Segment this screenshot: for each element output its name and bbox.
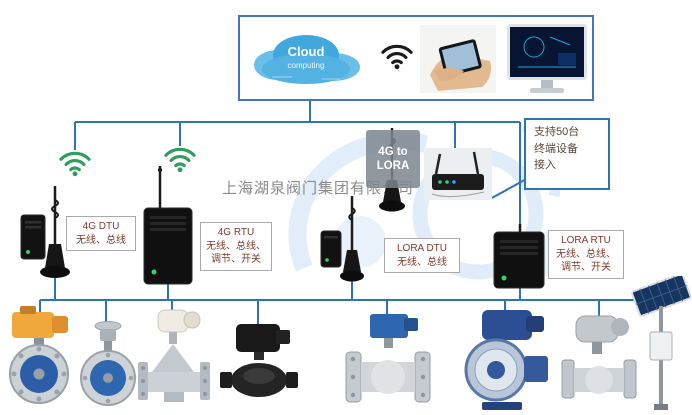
label-4g-rtu: 4G RTU 无线、总线、 调节、开关	[200, 222, 272, 271]
gateway-label-line2: LORA	[376, 160, 410, 172]
valve-ball-flanged-blue-actuator	[345, 314, 431, 403]
label-lora-rtu-line2: 调节、开关	[561, 262, 611, 273]
antenna-4g-dtu-icon	[40, 186, 70, 278]
dtu-4g-device	[20, 214, 46, 260]
label-4g-rtu-title: 4G RTU	[217, 227, 255, 238]
label-lora-rtu: LORA RTU 无线、总线、 调节、开关	[548, 230, 624, 279]
label-lora-rtu-line1: 无线、总线、	[556, 248, 616, 260]
label-4g-dtu-title: 4G DTU	[82, 221, 120, 232]
capacity-line3: 接入	[534, 159, 556, 171]
label-lora-rtu-title: LORA RTU	[561, 235, 611, 246]
valve-ball-grey-electric-actuator	[561, 315, 637, 399]
cloud-subtitle: computing	[288, 61, 325, 70]
valve-ball-black-electric	[220, 324, 298, 397]
label-4g-dtu: 4G DTU 无线、总线	[66, 216, 136, 251]
solar-panel-station	[631, 276, 692, 410]
valve-butterfly-blue-gauge-actuator	[464, 310, 548, 410]
wifi-icon-green-2	[164, 147, 196, 173]
label-lora-dtu: LORA DTU 无线、总线	[384, 238, 460, 273]
label-lora-dtu-title: LORA DTU	[396, 243, 447, 254]
gateway-label-line1: 4G to	[378, 146, 408, 158]
valve-butterfly-blue-manual	[80, 321, 136, 406]
antenna-lora-dtu-icon	[340, 196, 364, 282]
smartphone-in-hand-photo	[420, 25, 496, 93]
wifi-icon-dark	[381, 44, 413, 70]
wifi-icon-green-1	[59, 151, 91, 177]
cloud-platform-panel: Cloud computing	[238, 15, 594, 101]
rtu-4g-device	[143, 166, 193, 285]
valve-butterfly-yellow-actuator	[9, 306, 69, 404]
label-4g-rtu-line2: 调节、开关	[211, 254, 261, 265]
valve-gate-electric-actuator	[138, 309, 210, 402]
label-4g-dtu-line1: 无线、总线	[76, 234, 126, 246]
cloud-computing-icon: Cloud computing	[254, 35, 360, 84]
capacity-note: 支持50台 终端设备 接入	[524, 118, 610, 190]
computer-monitor-photo	[507, 24, 587, 93]
capacity-line2: 终端设备	[534, 142, 578, 155]
cloud-title: Cloud	[288, 44, 325, 59]
capacity-line1: 支持50台	[534, 126, 580, 138]
lora-dtu-device	[320, 230, 342, 268]
lora-gateway-router-photo	[424, 148, 492, 200]
lora-rtu-device	[493, 224, 545, 289]
company-watermark-text: 上海湖泉阀门集团有限公司	[222, 180, 415, 197]
gateway-4g-to-lora-label: 4G to LORA	[366, 130, 420, 188]
label-4g-rtu-line1: 无线、总线、	[206, 240, 266, 252]
label-lora-dtu-line1: 无线、总线	[397, 256, 447, 268]
